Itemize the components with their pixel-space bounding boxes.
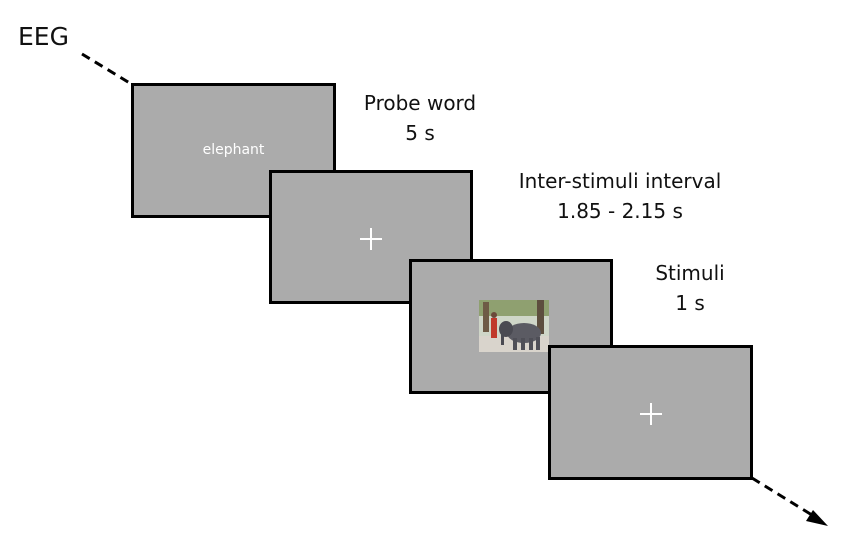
isi-title: Inter-stimuli interval <box>518 169 722 193</box>
fixation-cross-icon <box>640 403 662 425</box>
probe-word-duration: 5 s <box>405 121 435 145</box>
fixation-cross-icon <box>360 228 382 250</box>
probe-word-title: Probe word <box>363 91 477 115</box>
isi-caption: Inter-stimuli interval 1.85 - 2.15 s <box>495 166 745 226</box>
probe-word-text: elephant <box>202 142 265 158</box>
timeline-dash-start <box>81 52 134 87</box>
eeg-label: EEG <box>18 22 69 51</box>
probe-word-caption: Probe word 5 s <box>340 88 500 148</box>
stimuli-title: Stimuli <box>655 261 725 285</box>
elephant-photo-icon <box>479 300 549 352</box>
final-fixation-screen <box>548 345 753 480</box>
isi-duration: 1.85 - 2.15 s <box>557 199 683 223</box>
timeline-dash-end <box>751 476 813 517</box>
timeline-arrowhead <box>806 510 828 526</box>
stimuli-caption: Stimuli 1 s <box>630 258 750 318</box>
stimuli-duration: 1 s <box>675 291 705 315</box>
